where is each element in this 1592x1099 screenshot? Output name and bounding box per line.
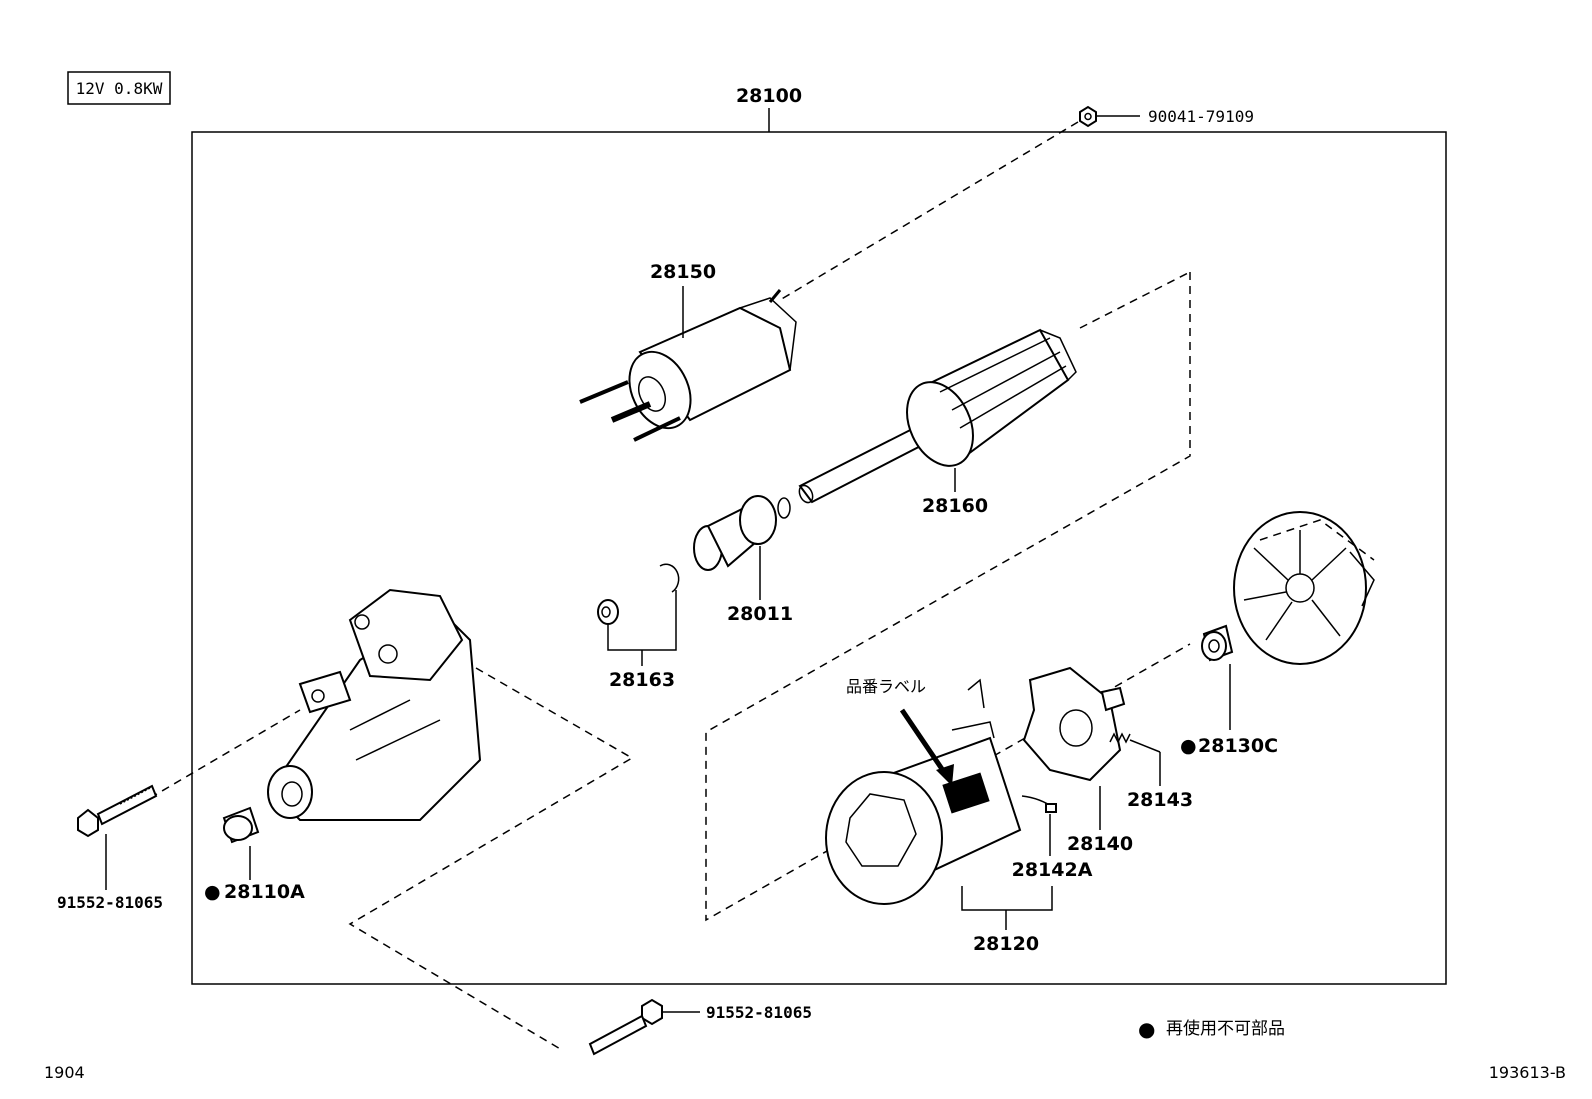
nut-icon[interactable] bbox=[1079, 105, 1097, 128]
brush-holder-icon[interactable] bbox=[1022, 666, 1126, 782]
bearing-rear-bullet: ● bbox=[1180, 735, 1197, 757]
bolt-bottom-icon[interactable] bbox=[588, 998, 663, 1056]
yoke-icon[interactable] bbox=[825, 678, 1022, 905]
bearing-rear-icon[interactable] bbox=[1201, 624, 1234, 662]
clutch-icon[interactable] bbox=[693, 495, 791, 571]
clutch-label[interactable]: 28011 bbox=[727, 603, 793, 625]
spring-icon[interactable] bbox=[1109, 732, 1131, 744]
footer-left: 1904 bbox=[44, 1063, 85, 1082]
assembly-frame bbox=[191, 131, 1447, 985]
front-housing-icon[interactable] bbox=[267, 588, 482, 821]
product-label-arrow bbox=[899, 708, 947, 774]
product-label-note: 品番ラベル bbox=[846, 677, 926, 696]
footer-right: 193613-B bbox=[1489, 1063, 1566, 1082]
legend-bullet: ● bbox=[1138, 1017, 1155, 1041]
yoke-label[interactable]: 28120 bbox=[973, 933, 1039, 955]
bearing-front-bullet: ● bbox=[204, 881, 221, 903]
housing-dashed-guide bbox=[348, 667, 634, 1051]
bearing-rear-label[interactable]: 28130C bbox=[1198, 735, 1278, 757]
bolt-left-label[interactable]: 91552-81065 bbox=[57, 893, 163, 912]
armature-icon[interactable] bbox=[797, 328, 1077, 505]
spring-label[interactable]: 28143 bbox=[1127, 789, 1193, 811]
nut-label[interactable]: 90041-79109 bbox=[1148, 107, 1254, 126]
armature-label[interactable]: 28160 bbox=[922, 495, 988, 517]
nut-dashed-guide bbox=[779, 121, 1079, 301]
bearing-front-label[interactable]: 28110A bbox=[224, 881, 305, 903]
end-cover-icon[interactable] bbox=[1233, 511, 1375, 665]
bolt-left-icon[interactable] bbox=[77, 784, 158, 838]
brush-label[interactable]: 28142A bbox=[1012, 859, 1093, 881]
snap-ring-icon[interactable] bbox=[597, 563, 680, 625]
spec-text: 12V 0.8KW bbox=[76, 79, 163, 98]
solenoid-label[interactable]: 28150 bbox=[650, 261, 716, 283]
bolt-bottom-label[interactable]: 91552-81065 bbox=[706, 1003, 812, 1022]
legend: ● 再使用不可部品 bbox=[1138, 1017, 1285, 1041]
solenoid-icon[interactable] bbox=[579, 289, 797, 442]
assembly-number: 28100 bbox=[736, 85, 802, 107]
bearing-front-icon[interactable] bbox=[222, 806, 260, 844]
spec-box: 12V 0.8KW bbox=[67, 71, 171, 105]
legend-text: 再使用不可部品 bbox=[1166, 1018, 1285, 1039]
brush-icon[interactable] bbox=[1021, 795, 1057, 813]
brush-holder-label[interactable]: 28140 bbox=[1067, 833, 1133, 855]
snap-ring-label[interactable]: 28163 bbox=[609, 669, 675, 691]
